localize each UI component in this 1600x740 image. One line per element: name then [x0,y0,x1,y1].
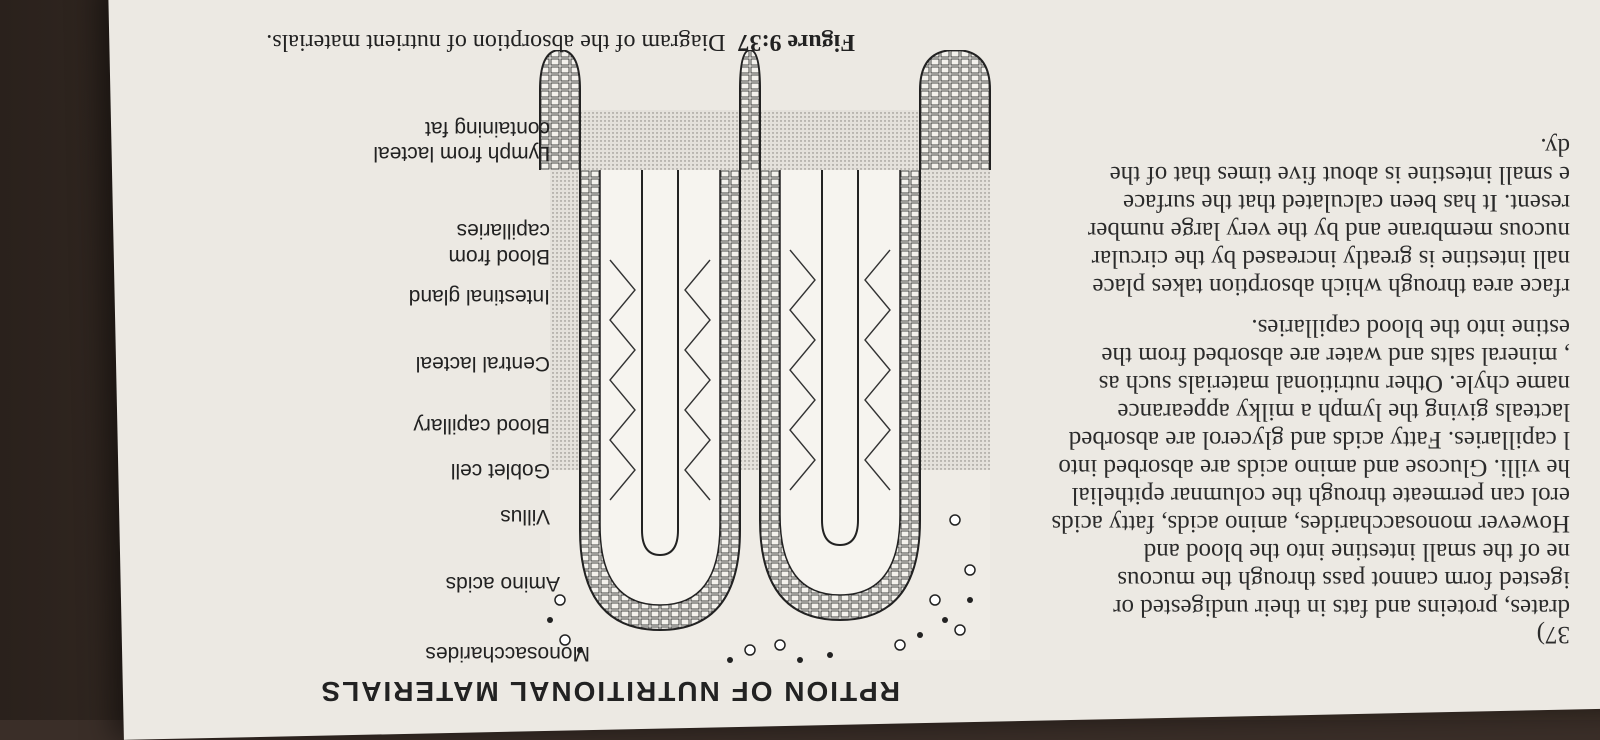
label-central-lacteal: Central lacteal [415,352,550,375]
text-line: dy. [1540,133,1570,160]
label-blood-from: Blood from [448,245,550,268]
villus-diagram [539,50,991,663]
villus [759,170,921,622]
text-line: lacteals giving the lymph a milky appear… [1117,398,1570,425]
label-lymph-from-lacteal: Lymph from lacteal [373,142,550,165]
nutrient-particles [554,514,976,656]
figure-number: Figure 9:37 [737,29,855,55]
text-line: nucous membrane and by the very large nu… [1087,217,1570,244]
text-line: , mineral salts and water are absorbed f… [1101,342,1570,369]
label-goblet-cell: Goblet cell [450,459,550,482]
text-line: 37) [1536,621,1570,648]
label-containing-fat: containing fat [425,117,550,140]
text-line: ne of the small intestine into the blood… [1143,538,1570,565]
text-line: drates, proteins and fats in their undig… [1113,594,1570,621]
text-line: erol can permeate through the columnar e… [1071,482,1570,509]
text-line: he villi. Glucose and amino acids are ab… [1058,454,1570,481]
nutrient-dots [547,597,973,663]
figure-caption: Figure 9:37 Diagram of the absorption of … [266,28,855,55]
capillary-network [609,249,891,501]
label-villus: Villus [500,505,550,528]
intestinal-gland [539,50,991,170]
label-intestinal-gland: Intestinal gland [408,285,550,308]
label-monosaccharides: Monosaccharides [425,642,590,665]
text-line: e small intestine is about five times th… [1109,161,1570,188]
villus [579,170,741,632]
text-line: igested form cannot pass through the muc… [1117,566,1570,593]
text-line: resent. It has been calculated that the … [1123,189,1570,216]
label-amino-acids: Amino acids [445,572,560,595]
text-line: l capillaries. Fatty acids and glycerol … [1068,426,1570,453]
text-line: rface area through which absorption take… [1092,273,1570,300]
upside-down-page-content: RPTION OF NUTRITIONAL MATERIALS 37) drat… [266,28,1570,707]
text-line: estine into the blood capillaries. [1251,314,1570,341]
text-line: nall intestine is greatly increased by t… [1091,245,1570,272]
text-line: However monosaccharides, amino acids, fa… [1051,510,1570,537]
label-blood-capillary: Blood capillary [413,414,550,437]
caption-text: Diagram of the absorption of nutrient ma… [266,29,726,55]
text-line: name chyle. Other nutritional materials … [1098,370,1570,397]
label-capillaries: capillaries [456,219,550,242]
